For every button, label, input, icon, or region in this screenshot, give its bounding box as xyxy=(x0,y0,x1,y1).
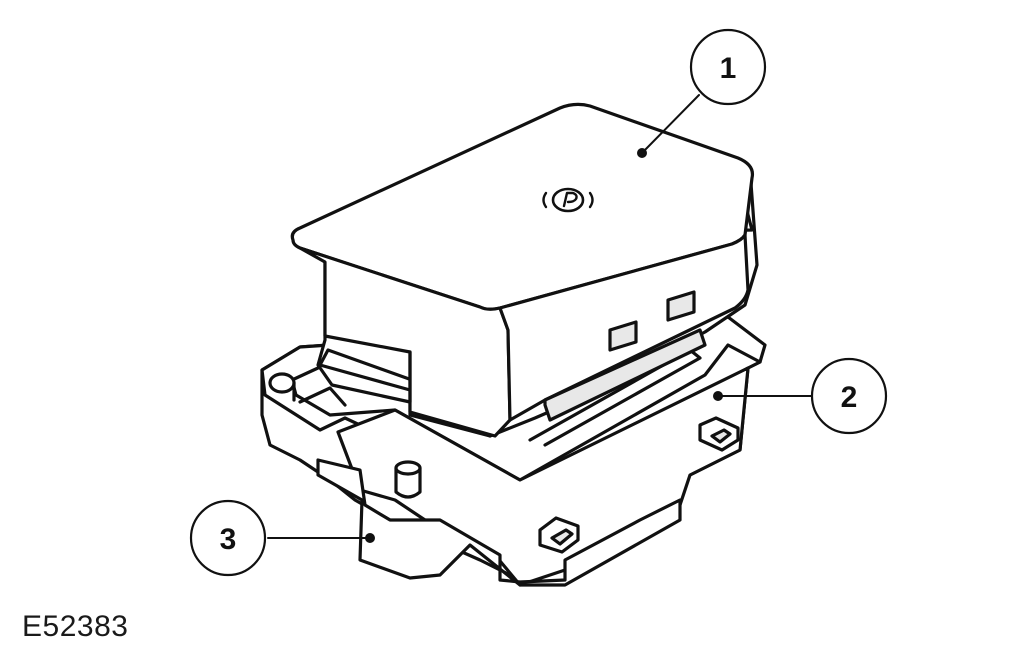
switch-button xyxy=(290,102,759,438)
housing-clip-upper xyxy=(698,416,740,452)
figure-id: E52383 xyxy=(22,610,129,643)
callout-2-label: 2 xyxy=(841,381,858,414)
callout-2: 2 xyxy=(810,357,888,435)
callout-leaders xyxy=(267,94,813,543)
callout-3: 3 xyxy=(189,499,267,577)
callout-1-label: 1 xyxy=(720,52,737,85)
housing-clip-lower xyxy=(538,516,580,554)
callout-1: 1 xyxy=(689,28,767,106)
leader-1 xyxy=(641,94,700,154)
button-slot-right xyxy=(666,290,696,322)
housing-rail-left xyxy=(298,386,347,407)
parking-brake-p-icon xyxy=(542,187,594,213)
housing-corner-peg xyxy=(268,372,296,394)
housing-rail-right xyxy=(528,348,702,447)
housing-center-peg xyxy=(394,466,422,499)
button-slot-left xyxy=(608,320,638,352)
housing-base xyxy=(316,458,682,587)
callout-3-label: 3 xyxy=(220,523,237,556)
